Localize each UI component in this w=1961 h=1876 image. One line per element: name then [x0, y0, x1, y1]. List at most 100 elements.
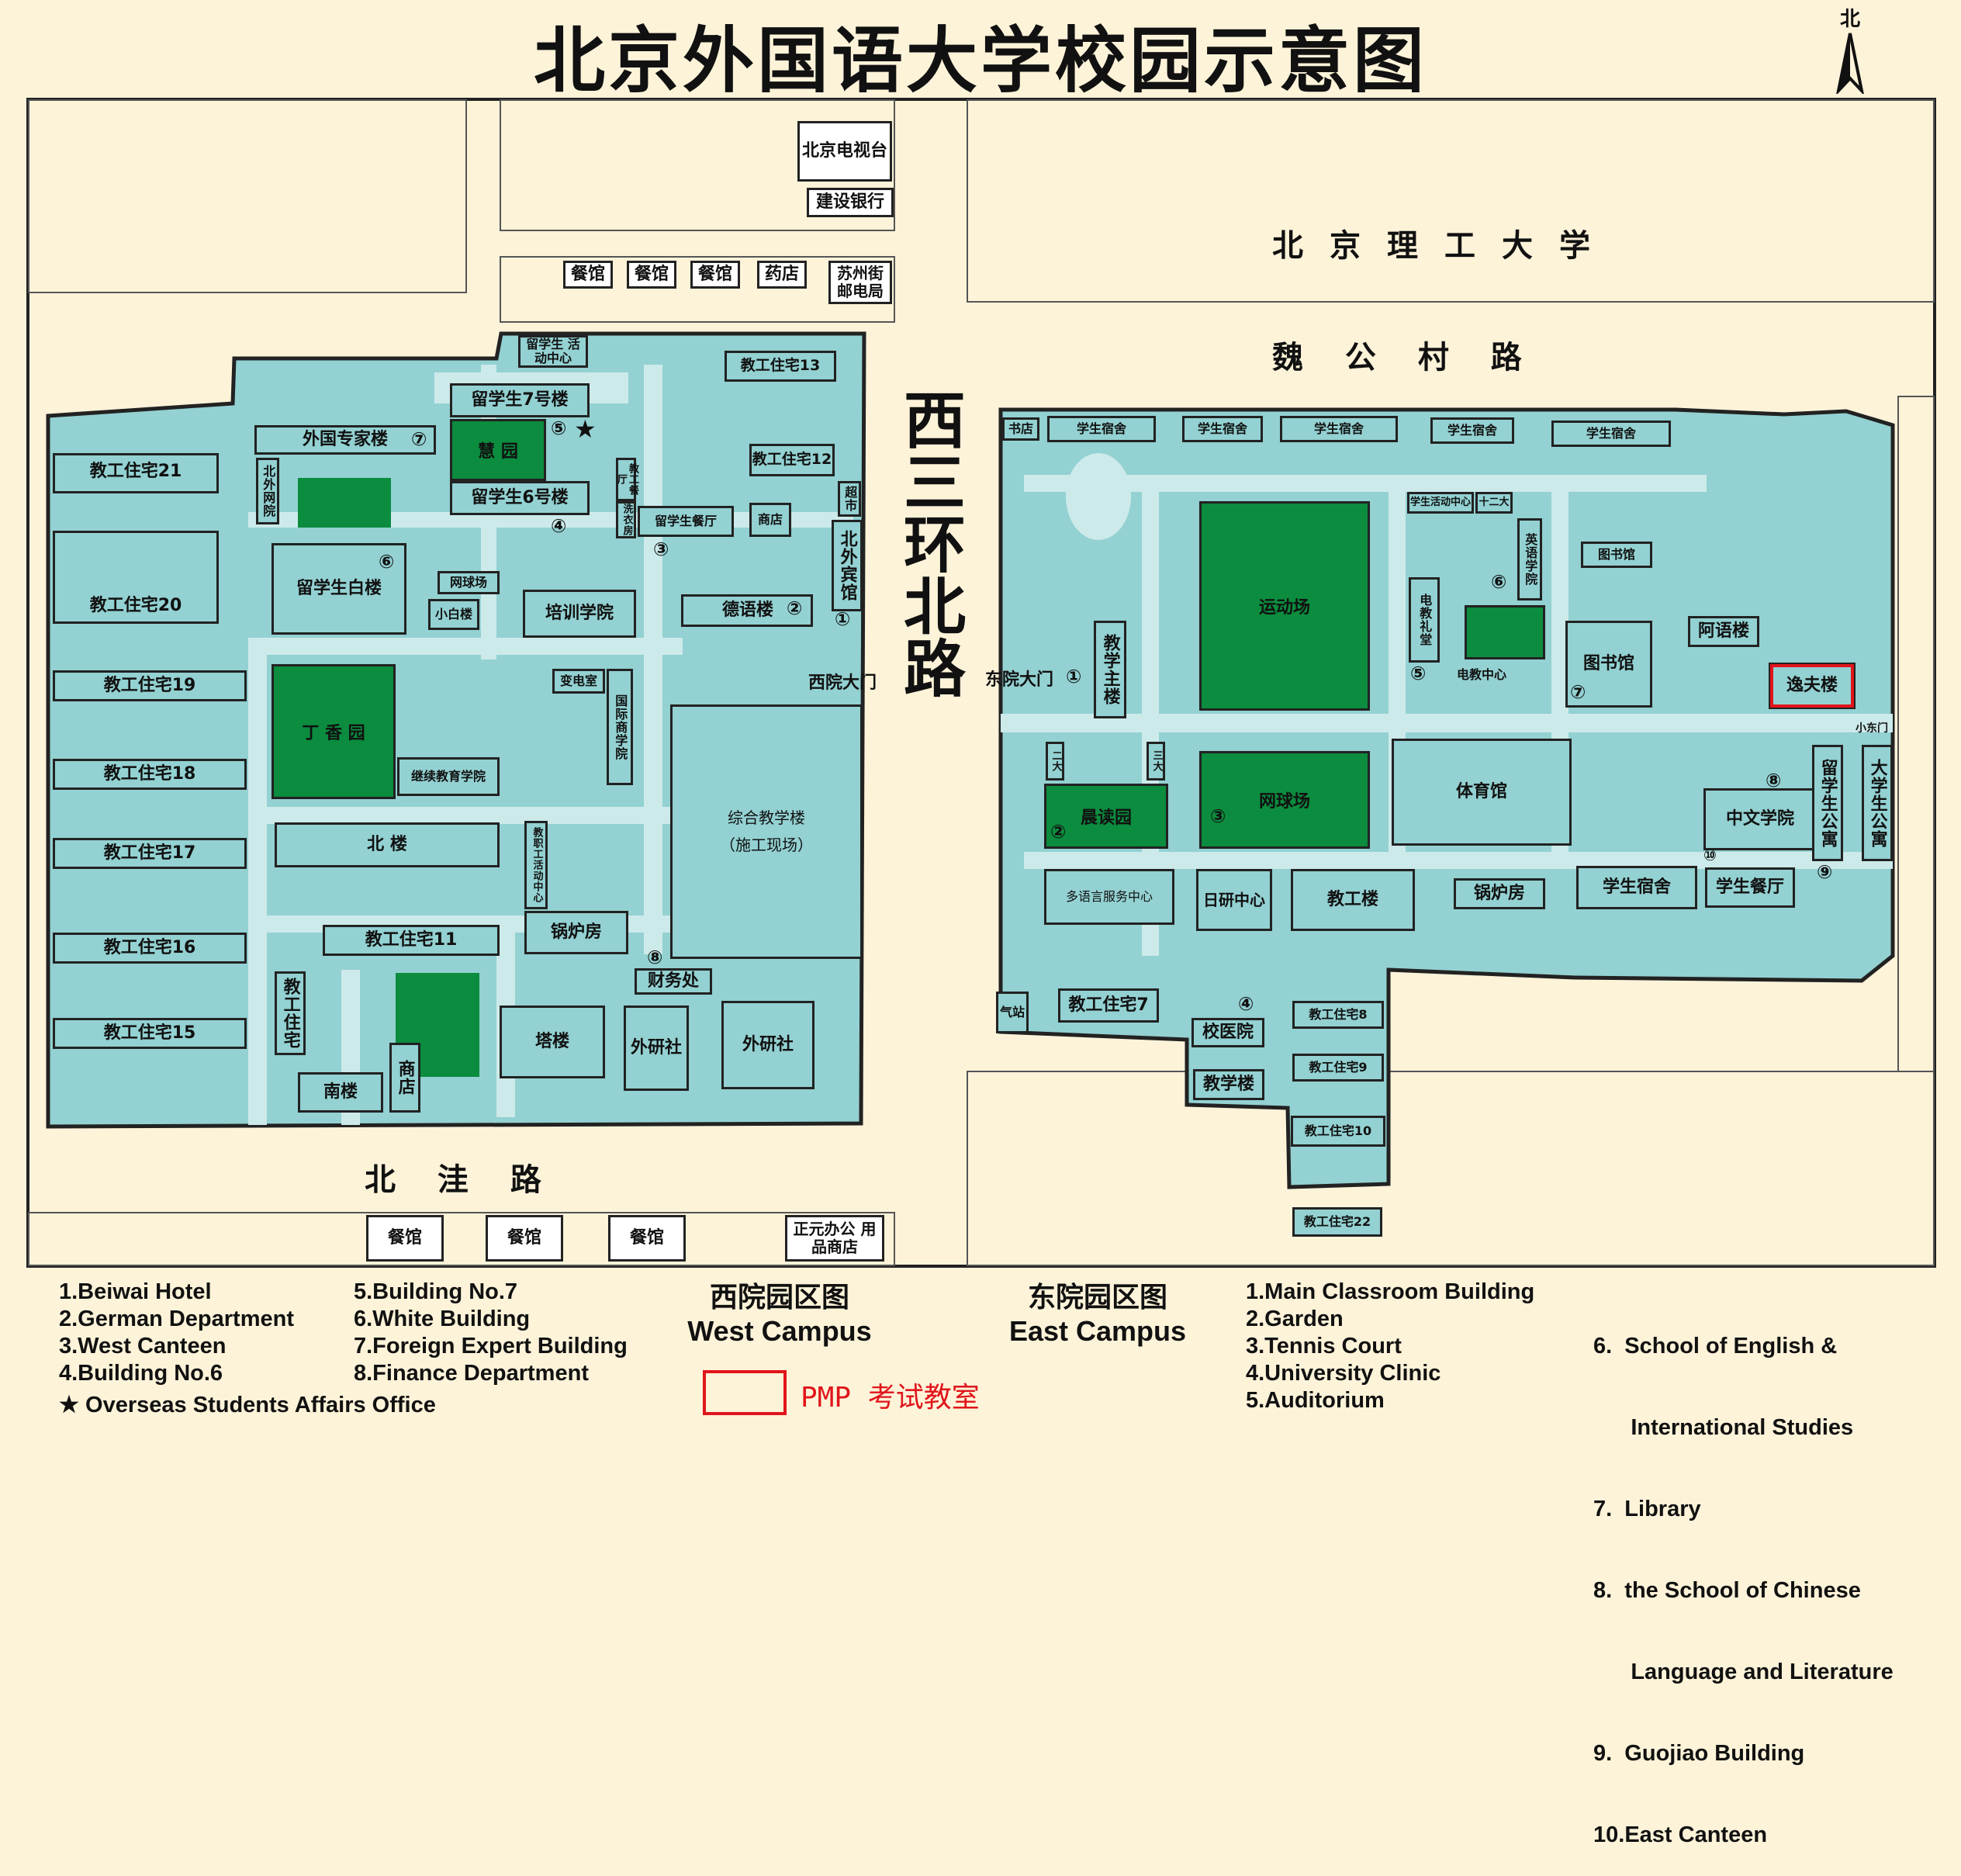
staff-activity-center: 教职工活动中心 — [524, 821, 548, 909]
staff-res-21: 教工住宅21 — [53, 453, 219, 493]
comprehensive-building: 综合教学楼 （施工现场） — [670, 704, 863, 959]
legend-item: ★ Overseas Students Affairs Office — [59, 1393, 436, 1417]
east-campus-area — [998, 407, 1895, 1189]
weigongcun-road: 魏 公 村 路 — [1272, 340, 1537, 376]
west-circle-8: ⑧ — [647, 947, 663, 968]
continuing-education: 继续教育学院 — [397, 757, 500, 796]
complex-label: 综合教学楼 — [728, 808, 805, 827]
legend-item: 3.Tennis Court — [1246, 1334, 1402, 1359]
yifu-building-pmp[interactable]: 逸夫楼 — [1769, 663, 1856, 709]
ccb-bank: 建设银行 — [807, 188, 894, 217]
training-college: 培训学院 — [523, 590, 636, 638]
library-small: 图书馆 — [1581, 542, 1652, 568]
dorm-4: 学生宿舍 — [1430, 417, 1514, 444]
east-campus-title: 东院园区图 East Campus — [985, 1280, 1210, 1348]
japan-research-center: 日研中心 — [1196, 869, 1272, 931]
legend-item: 7. Library — [1593, 1497, 1701, 1521]
west-circle-7: ⑦ — [411, 428, 427, 450]
intl-canteen: 留学生餐厅 — [638, 506, 734, 537]
dingxiang-garden: 丁 香 园 — [271, 664, 396, 799]
chinese-school: 中文学院 — [1703, 788, 1817, 850]
legend-item: 6.White Building — [354, 1307, 531, 1331]
map-title: 北京外国语大学校园示意图 — [533, 19, 1427, 102]
staff-res-22: 教工住宅22 — [1292, 1207, 1382, 1237]
substation: 变电室 — [552, 669, 605, 694]
legend-item: 8. the School of Chinese — [1593, 1578, 1861, 1603]
tennis-court-east: 网球场 — [1199, 751, 1370, 849]
dorm-2: 学生宿舍 — [1182, 416, 1263, 442]
east-circle-4: ④ — [1238, 993, 1254, 1015]
foreign-expert-building: 外国专家楼 — [254, 425, 436, 455]
legend-item: 5.Auditorium — [1246, 1388, 1385, 1413]
av-center: 电教中心 — [1457, 667, 1507, 682]
legend-item: 4.Building No.6 — [59, 1361, 223, 1386]
pharmacy: 药店 — [757, 261, 807, 289]
staff-canteen: 教工餐厅 — [615, 458, 638, 501]
staff-res-11: 教工住宅11 — [323, 925, 500, 956]
zone-south-e — [967, 1071, 1935, 1266]
legend-item: 7.Foreign Expert Building — [354, 1334, 628, 1359]
intl-activity-center: 留学生 活动中心 — [518, 335, 588, 368]
gymnasium: 体育馆 — [1392, 739, 1572, 846]
staff-res-west: 教工住宅 — [275, 971, 306, 1055]
south-building: 南楼 — [298, 1072, 383, 1113]
north-label: 北 — [1839, 8, 1860, 31]
east-circle-10: ⑩ — [1703, 846, 1717, 864]
intl-building-6: 留学生6号楼 — [450, 481, 590, 515]
west-garden-small — [298, 478, 391, 528]
small-white-building: 小白楼 — [428, 599, 479, 630]
main-classroom-building: 教学主楼 — [1094, 621, 1126, 718]
bookstore: 书店 — [1002, 417, 1039, 441]
east-campus-en: East Campus — [1008, 1315, 1187, 1347]
west-circle-3: ③ — [653, 538, 669, 560]
staff-res-10: 教工住宅10 — [1291, 1116, 1385, 1147]
staff-res-13: 教工住宅13 — [725, 351, 836, 382]
small-east-gate: 小东门 — [1856, 722, 1888, 735]
zone-bit — [967, 99, 1935, 303]
zone-nw — [28, 99, 467, 293]
dorm-san-da: 三大 — [1147, 742, 1165, 781]
huiyuan-garden: 慧 园 — [450, 419, 546, 481]
classroom-building: 教学楼 — [1193, 1069, 1264, 1100]
dorm-south: 学生宿舍 — [1576, 866, 1697, 909]
btv-building: 北京电视台 — [797, 121, 892, 182]
beiwai-hotel: 北外宾馆 — [832, 520, 863, 611]
legend-item: International Studies — [1593, 1415, 1854, 1440]
staff-res-17: 教工住宅17 — [53, 838, 247, 869]
overseas-affairs-star-icon: ★ — [574, 414, 597, 444]
construction-label: （施工现场） — [720, 836, 813, 854]
university-clinic: 校医院 — [1191, 1018, 1264, 1047]
legend-item: 2.Garden — [1246, 1307, 1344, 1331]
av-center-green — [1465, 605, 1545, 659]
post-office: 苏州街 邮电局 — [828, 261, 892, 304]
legend-item: 3.West Canteen — [59, 1334, 227, 1359]
gas-station: 气站 — [996, 992, 1029, 1033]
supermarket: 超市 — [838, 481, 861, 517]
intl-building-7: 留学生7号楼 — [450, 383, 590, 417]
building-twelve: 十二大 — [1475, 492, 1513, 514]
sports-field: 运动场 — [1199, 501, 1370, 711]
east-circle-5: ⑤ — [1410, 663, 1427, 684]
legend-east-col2: 6. School of English & International Stu… — [1593, 1279, 1894, 1876]
german-building: 德语楼 — [681, 594, 813, 627]
east-circle-7: ⑦ — [1570, 681, 1586, 703]
library: 图书馆 — [1565, 621, 1652, 708]
legend-item: 4.University Clinic — [1246, 1361, 1441, 1386]
dorm-1: 学生宿舍 — [1047, 416, 1156, 442]
east-circle-1: ① — [1066, 666, 1082, 687]
east-circle-2: ② — [1050, 821, 1067, 843]
legend-item: 10.East Canteen — [1593, 1822, 1768, 1847]
beiwa-road: 北 洼 路 — [365, 1162, 557, 1198]
west-circle-4: ④ — [551, 515, 567, 537]
canteen-top-2: 餐馆 — [627, 261, 676, 289]
zone-south-w — [28, 1212, 895, 1266]
arabic-building: 阿语楼 — [1688, 616, 1759, 647]
canteen-bottom-3: 餐馆 — [608, 1215, 686, 1262]
shop-west: 商店 — [749, 503, 791, 537]
canteen-bottom-2: 餐馆 — [486, 1215, 563, 1262]
canteen-top-3: 餐馆 — [690, 261, 740, 289]
boiler-room-west: 锅炉房 — [524, 911, 628, 954]
legend-item: 8.Finance Department — [354, 1361, 589, 1386]
east-gate: 东院大门 — [985, 670, 1054, 690]
pmp-legend-box — [703, 1370, 787, 1415]
